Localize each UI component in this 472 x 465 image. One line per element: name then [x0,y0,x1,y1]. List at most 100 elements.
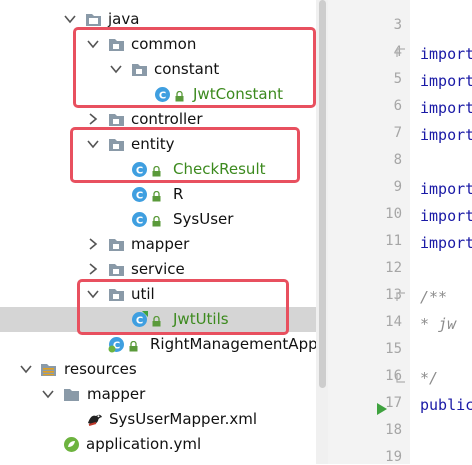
line-number: 5 [393,71,402,87]
line-number: 8 [393,152,402,168]
line-number: 11 [385,233,402,249]
resources-folder-icon [41,364,56,376]
svg-text:C: C [136,216,143,227]
package-folder-icon [132,64,147,76]
tree-row-sysusermapper-xml[interactable]: SysUserMapper.xml [0,407,316,432]
tree-label: SysUserMapper.xml [109,410,258,428]
code-line: /** [420,288,448,306]
code-line: */ [420,369,439,387]
chevron-down-icon[interactable] [85,286,101,302]
line-number: 19 [385,449,402,465]
code-line: public [420,396,472,414]
tree-label: controller [131,110,203,128]
tree-label: application.yml [86,435,202,453]
code-line: import [420,99,472,117]
tree-row-service[interactable]: service [0,257,316,282]
line-number: 3 [393,17,402,33]
tree-row-application-yml[interactable]: application.yml [0,432,316,457]
folder-icon [86,14,101,26]
tree-row-jwtutils[interactable]: C JwtUtils [0,307,316,332]
code-line: import [420,234,472,252]
tree-label: mapper [87,385,146,403]
lock-icon [175,91,184,102]
class-icon: C [132,212,147,227]
class-icon: C [155,87,170,102]
line-number: 6 [393,98,402,114]
code-line: import [420,207,472,225]
tree-label: SysUser [173,210,234,228]
chevron-right-icon[interactable] [85,236,101,252]
code-line: import [420,126,472,144]
tree-label: entity [131,135,175,153]
chevron-down-icon[interactable] [85,136,101,152]
tree-label: mapper [131,235,190,253]
tree-label: CheckResult [173,160,266,178]
tree-label: JwtConstant [193,85,284,103]
svg-text:C: C [136,191,143,202]
tree-row-checkresult[interactable]: C CheckResult [0,157,316,182]
package-folder-icon [109,239,124,251]
line-number: 15 [385,341,402,357]
tree-label: JwtUtils [173,310,229,328]
package-folder-icon [109,39,124,51]
fold-marker-icon[interactable] [396,292,406,302]
chevron-down-icon[interactable] [85,36,101,52]
line-number: 12 [385,260,402,276]
spring-config-icon [64,437,79,452]
line-number: 9 [393,179,402,195]
tree-row-constant[interactable]: constant [0,57,316,82]
code-line: import [420,180,472,198]
project-tree-panel: java common constant C JwtConstant contr… [0,7,316,457]
class-icon: C [132,311,148,327]
svg-text:C: C [136,166,143,177]
run-gutter-icon[interactable] [376,402,388,416]
code-line: import [420,45,472,63]
tree-scrollbar-thumb[interactable] [319,0,326,388]
chevron-down-icon[interactable] [18,361,34,377]
tree-label: util [131,285,155,303]
lock-icon [129,341,138,352]
code-line: * jw [420,315,457,333]
spring-boot-class-icon: C [108,337,124,353]
tree-row-common[interactable]: common [0,32,316,57]
package-folder-icon [109,139,124,151]
tree-row-jwtconstant[interactable]: C JwtConstant [0,82,316,107]
svg-text:C: C [159,91,166,102]
tree-row-sysuser[interactable]: C SysUser [0,207,316,232]
line-number: 17 [385,395,402,411]
chevron-down-icon[interactable] [40,386,56,402]
tree-row-r[interactable]: C R [0,182,316,207]
editor-gutter: 3 4 5 6 7 8 9 10 11 12 13 14 15 16 17 18… [328,0,410,465]
chevron-down-icon[interactable] [108,61,124,77]
tree-row-mapper[interactable]: mapper [0,232,316,257]
line-number: 18 [385,422,402,438]
tree-label: service [131,260,185,278]
class-icon: C [132,187,147,202]
tree-row-controller[interactable]: controller [0,107,316,132]
code-line: import [420,72,472,90]
tree-row-rightmanagementapplication[interactable]: C RightManagementApplic [0,332,316,357]
chevron-down-icon[interactable] [62,11,78,27]
tree-label: constant [154,60,220,78]
chevron-right-icon[interactable] [85,261,101,277]
tree-label: java [108,10,140,28]
tree-row-util[interactable]: util [0,282,316,307]
line-number: 13 [385,287,402,303]
tree-row-java[interactable]: java [0,7,316,32]
lock-icon [152,216,161,227]
tree-label: common [131,35,197,53]
tree-row-resources[interactable]: resources [0,357,316,382]
line-number: 16 [385,368,402,384]
tree-row-resources-mapper[interactable]: mapper [0,382,316,407]
folder-icon [64,389,79,401]
tree-row-entity[interactable]: entity [0,132,316,157]
lock-icon [152,191,161,202]
fold-marker-icon[interactable] [396,48,406,58]
chevron-right-icon[interactable] [85,111,101,127]
fold-marker-icon[interactable] [396,373,406,383]
svg-text:C: C [136,316,143,327]
line-number: 10 [385,206,402,222]
package-folder-icon [109,264,124,276]
code-editor[interactable]: import import import import import impor… [410,0,472,464]
package-folder-icon [109,114,124,126]
